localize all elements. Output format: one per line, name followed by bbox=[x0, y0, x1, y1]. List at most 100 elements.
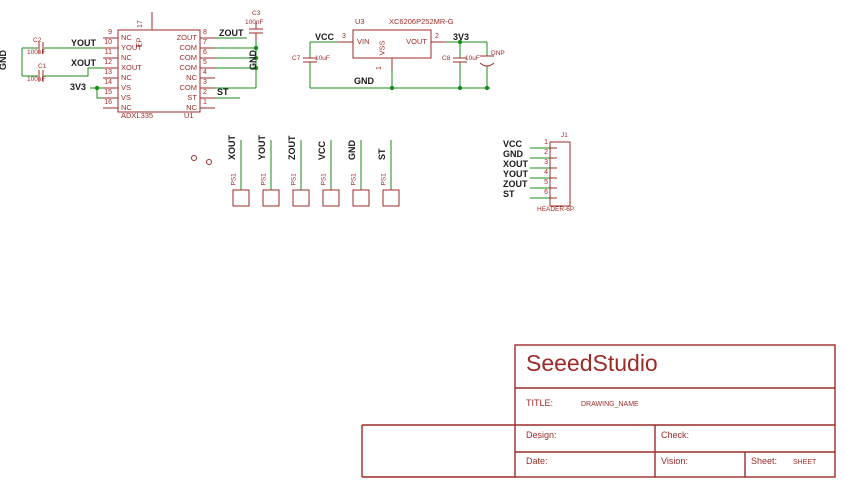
value-label: 100nF bbox=[27, 49, 46, 56]
pin-number: 13 bbox=[104, 69, 112, 76]
net-label-gnd: GND bbox=[0, 50, 8, 70]
net-label-zout: ZOUT bbox=[219, 28, 244, 38]
pin-name: VS bbox=[121, 83, 132, 92]
title-label: TITLE: bbox=[526, 398, 554, 408]
pin-name: COM bbox=[179, 43, 198, 52]
capacitor-dnp-symbol[interactable] bbox=[479, 55, 495, 67]
pin-number: 5 bbox=[544, 179, 548, 186]
pin-number: 1 bbox=[544, 139, 548, 146]
header-wires[interactable] bbox=[530, 147, 550, 199]
dnp-label: DNP bbox=[491, 50, 505, 57]
pin-number: 15 bbox=[104, 89, 112, 96]
net-label-vcc: VCC bbox=[503, 139, 523, 149]
pin-name: COM bbox=[179, 63, 198, 72]
ref-des: C7 bbox=[292, 55, 301, 62]
pin-name: VSS bbox=[377, 40, 387, 56]
testpad-wires[interactable] bbox=[240, 140, 392, 190]
net-label-zout: ZOUT bbox=[287, 135, 297, 161]
net-label-st: ST bbox=[217, 87, 229, 97]
value-label: 10uF bbox=[315, 55, 330, 62]
net-label-zout: ZOUT bbox=[503, 179, 528, 189]
company-name: SeeedStudio bbox=[526, 350, 658, 376]
net-label-3v3: 3V3 bbox=[70, 82, 87, 92]
capacitor-c8-symbol[interactable] bbox=[453, 57, 467, 63]
ref-des: J1 bbox=[561, 132, 568, 139]
sheet-value: SHEET bbox=[793, 459, 817, 466]
pin-number: 8 bbox=[203, 29, 207, 36]
vision-label: Vision: bbox=[661, 456, 688, 466]
ref-des: PS1 bbox=[320, 173, 328, 186]
regulator-symbol[interactable] bbox=[338, 29, 446, 70]
pin-number: 6 bbox=[203, 49, 207, 56]
ref-des: PS1 bbox=[380, 173, 388, 186]
value-label: 100nF bbox=[27, 76, 46, 83]
pin-number: 3 bbox=[544, 159, 548, 166]
gnd-bypass-wires[interactable] bbox=[21, 47, 103, 99]
pin-number: 11 bbox=[104, 49, 112, 56]
net-label-xout: XOUT bbox=[227, 134, 237, 160]
ref-des: C1 bbox=[38, 63, 47, 70]
pin-number: 4 bbox=[544, 169, 548, 176]
net-label-gnd: GND bbox=[503, 149, 523, 159]
pin-name: NC bbox=[186, 103, 197, 112]
pin-number: 10 bbox=[104, 39, 112, 46]
date-label: Date: bbox=[526, 456, 548, 466]
pin-number: 3 bbox=[342, 33, 346, 40]
net-label-xout: XOUT bbox=[503, 159, 529, 169]
value-label: HEADER-6P bbox=[537, 206, 575, 213]
capacitor-c7-symbol[interactable] bbox=[303, 57, 317, 63]
net-label-gnd: GND bbox=[248, 50, 258, 70]
design-label: Design: bbox=[526, 430, 557, 440]
via-holes[interactable] bbox=[191, 155, 212, 165]
check-label: Check: bbox=[661, 430, 690, 440]
pin-number: 7 bbox=[203, 39, 207, 46]
pin-name: VIN bbox=[357, 37, 370, 46]
capacitor-c3-symbol[interactable] bbox=[249, 23, 263, 40]
drawing-name: DRAWING_NAME bbox=[581, 401, 639, 408]
pin-number: 5 bbox=[203, 59, 207, 66]
net-label-vcc: VCC bbox=[317, 140, 327, 160]
value-label: ADXL335 bbox=[121, 111, 154, 120]
pin-number: 1 bbox=[376, 66, 383, 70]
ref-des: PS1 bbox=[290, 173, 298, 186]
pin-name: COM bbox=[179, 53, 198, 62]
net-label-3v3: 3V3 bbox=[453, 32, 470, 42]
net-label-vcc: VCC bbox=[315, 32, 335, 42]
pin-number: 1 bbox=[203, 99, 207, 106]
net-label-yout: YOUT bbox=[503, 169, 529, 179]
ref-des: PS1 bbox=[230, 173, 238, 186]
pin-number: 2 bbox=[435, 33, 439, 40]
net-label-gnd: GND bbox=[354, 76, 374, 86]
pin-name: NC bbox=[121, 103, 132, 112]
pin-name: ST bbox=[187, 93, 197, 102]
net-label-st: ST bbox=[503, 189, 515, 199]
pin-number: 4 bbox=[203, 69, 207, 76]
capacitor-c2-symbol[interactable] bbox=[38, 42, 44, 54]
pin-name: XOUT bbox=[121, 63, 142, 72]
pin-name: NC bbox=[121, 53, 132, 62]
net-label-xout: XOUT bbox=[71, 58, 97, 68]
value-label: 10uF bbox=[465, 55, 480, 62]
ref-des: U3 bbox=[355, 17, 365, 26]
ref-des: PS1 bbox=[260, 173, 268, 186]
testpad-squares[interactable] bbox=[232, 189, 400, 207]
pin-name: NC bbox=[186, 73, 197, 82]
pin-number: 14 bbox=[104, 79, 112, 86]
pin-name: NC bbox=[121, 73, 132, 82]
output-gnd-wires[interactable] bbox=[215, 37, 259, 99]
pin-name: COM bbox=[179, 83, 198, 92]
sheet-label: Sheet: bbox=[751, 456, 778, 466]
pin-number: 2 bbox=[544, 149, 548, 156]
pin-name: NC bbox=[121, 33, 132, 42]
pin-number: 9 bbox=[108, 29, 112, 36]
pin-number: 16 bbox=[104, 99, 112, 106]
value-label: XC6206P252MR-G bbox=[389, 17, 454, 26]
pin-name: VOUT bbox=[406, 37, 427, 46]
header-connector-symbol[interactable] bbox=[549, 141, 571, 207]
ref-des: C3 bbox=[252, 10, 261, 17]
capacitor-c1-symbol[interactable] bbox=[38, 70, 44, 82]
regulator-wires[interactable] bbox=[309, 39, 490, 91]
accelerometer-ic-symbol[interactable] bbox=[103, 12, 215, 113]
